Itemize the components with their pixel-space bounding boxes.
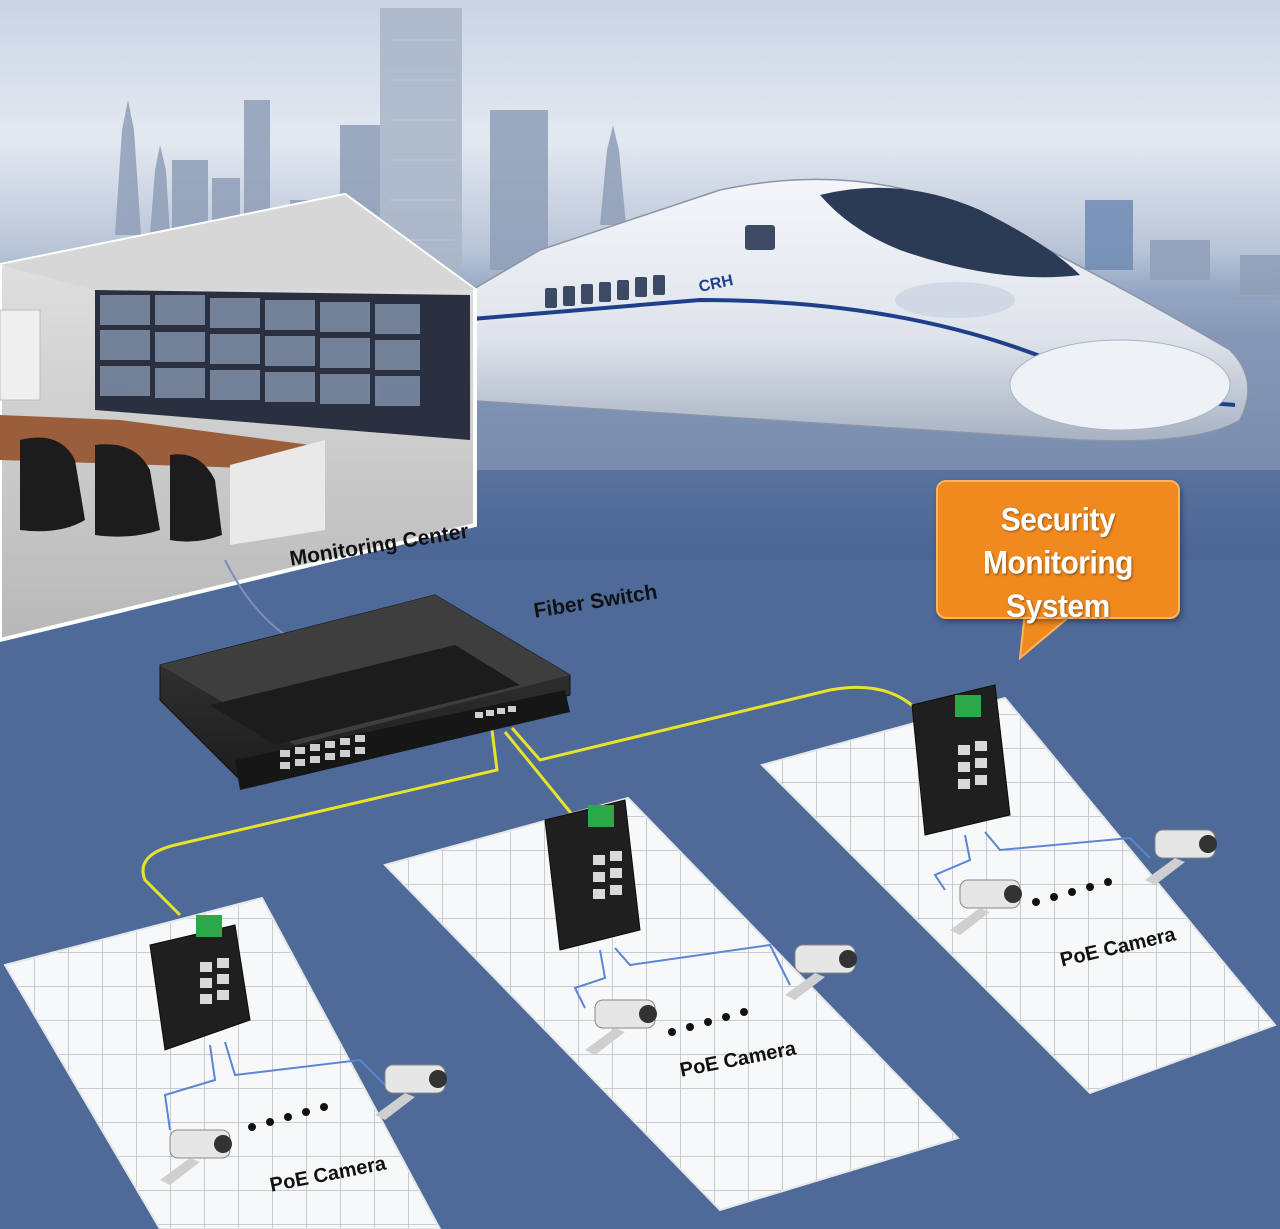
callout-line-2: System xyxy=(1006,588,1110,625)
industrial-switch-1 xyxy=(149,915,251,1051)
callout-bubble: Security Monitoring System xyxy=(936,480,1180,624)
chairs xyxy=(20,437,222,542)
monitoring-center-photo xyxy=(0,192,477,643)
high-speed-train: CRH xyxy=(454,178,1249,442)
industrial-switch-3 xyxy=(911,684,1011,836)
fiber-cables xyxy=(141,685,917,917)
cctv-camera-icon xyxy=(160,829,1217,1185)
floor-grid-1 xyxy=(3,896,442,1229)
callout-text: Security Monitoring System xyxy=(938,499,1178,629)
industrial-switch-2 xyxy=(544,799,641,951)
callout-line-1: Security Monitoring xyxy=(983,502,1133,582)
ethernet-cables xyxy=(163,831,1151,1131)
fiber-switch-device xyxy=(159,594,571,790)
train-badge: CRH xyxy=(697,272,734,296)
ellipsis-dots xyxy=(248,878,1112,1131)
tower-windows xyxy=(390,39,455,241)
desk xyxy=(0,415,310,470)
uplink-cable xyxy=(224,559,286,636)
